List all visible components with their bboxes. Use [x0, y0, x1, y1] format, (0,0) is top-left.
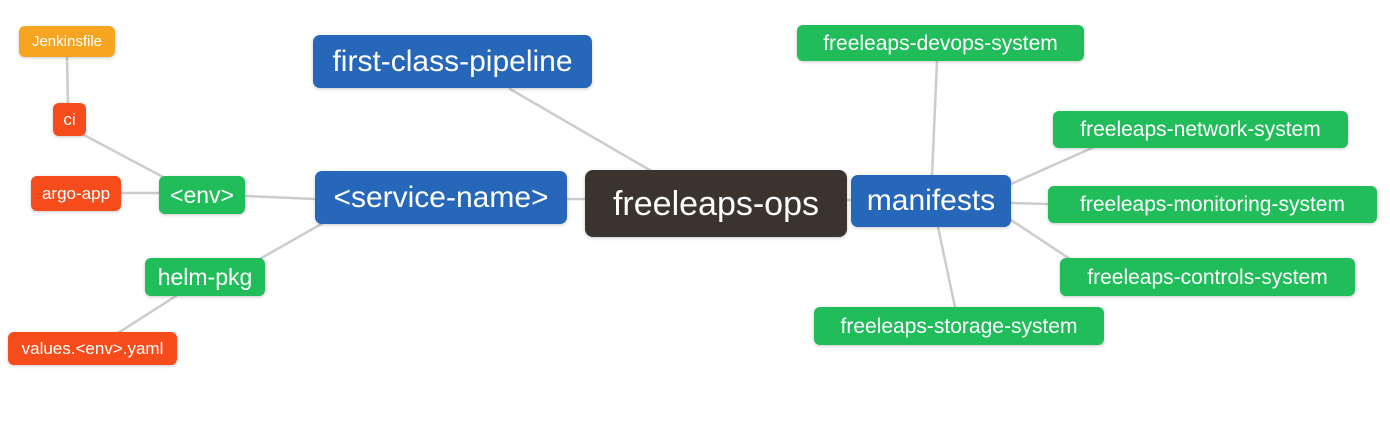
edge-env-service-name	[243, 194, 317, 201]
node-freeleaps-ops[interactable]: freeleaps-ops	[585, 170, 847, 237]
node-jenkinsfile[interactable]: Jenkinsfile	[19, 26, 115, 57]
node-freeleaps-controls-system[interactable]: freeleaps-controls-system	[1060, 258, 1355, 296]
edge-manifests-monitoring	[1009, 201, 1050, 206]
node-helm-pkg[interactable]: helm-pkg	[145, 258, 265, 296]
node-argo-app[interactable]: argo-app	[31, 176, 121, 211]
edge-first-class-pipeline-root	[508, 87, 655, 174]
node-service-name[interactable]: <service-name>	[315, 171, 567, 224]
edge-ci-env	[82, 133, 165, 179]
edge-service-name-helm-pkg	[256, 221, 325, 262]
node-env[interactable]: <env>	[159, 176, 245, 214]
edge-jenkinsfile-ci	[65, 55, 70, 105]
edge-manifests-controls	[1009, 218, 1075, 263]
edge-helm-pkg-values	[116, 294, 178, 335]
node-freeleaps-monitoring-system[interactable]: freeleaps-monitoring-system	[1048, 186, 1377, 223]
node-ci[interactable]: ci	[53, 103, 86, 136]
edge-manifests-devops	[930, 59, 939, 178]
node-freeleaps-network-system[interactable]: freeleaps-network-system	[1053, 111, 1348, 148]
edge-manifests-storage	[936, 225, 957, 309]
edge-manifests-network	[1009, 146, 1094, 186]
node-freeleaps-devops-system[interactable]: freeleaps-devops-system	[797, 25, 1084, 61]
node-first-class-pipeline[interactable]: first-class-pipeline	[313, 35, 592, 88]
node-freeleaps-storage-system[interactable]: freeleaps-storage-system	[814, 307, 1104, 345]
node-manifests[interactable]: manifests	[851, 175, 1011, 227]
node-values-env-yaml[interactable]: values.<env>.yaml	[8, 332, 177, 365]
